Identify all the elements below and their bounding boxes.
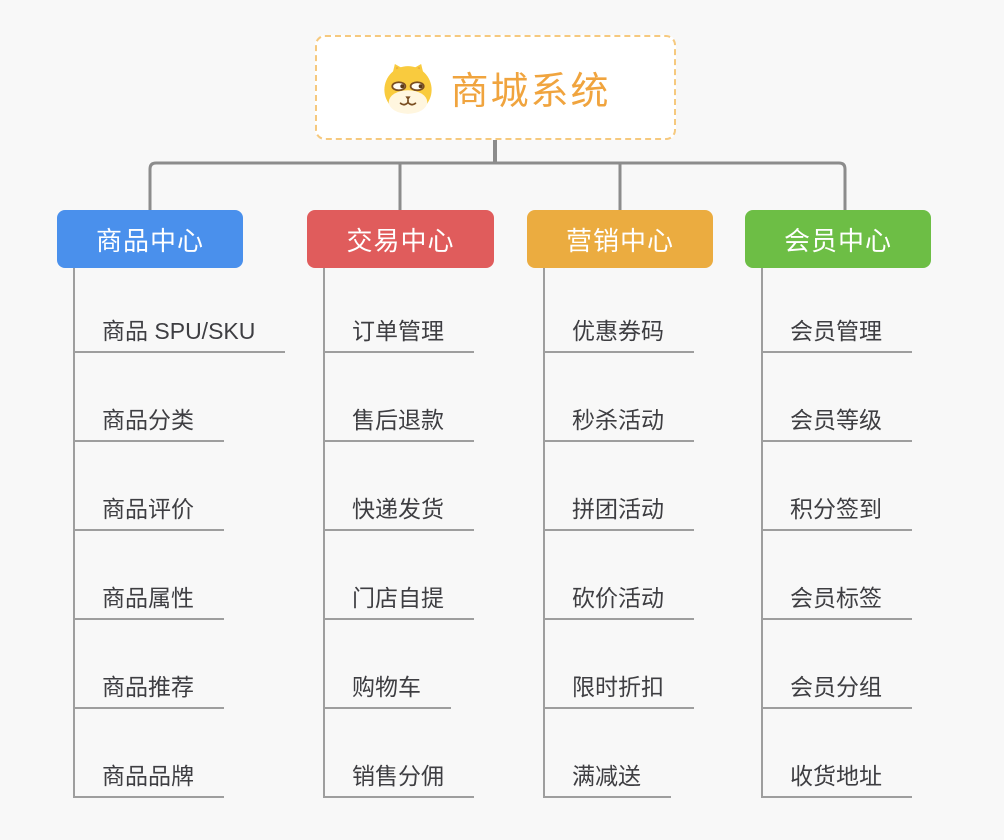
leaf-node[interactable]: 限时折扣 — [545, 620, 694, 709]
leaf-node[interactable]: 砍价活动 — [545, 531, 694, 620]
leaf-node[interactable]: 会员等级 — [763, 353, 912, 442]
branch-rail-line — [148, 161, 847, 210]
leaf-node[interactable]: 商品推荐 — [75, 620, 224, 709]
branch-children: 会员管理会员等级积分签到会员标签会员分组收货地址 — [761, 268, 931, 798]
leaf-node[interactable]: 快递发货 — [325, 442, 474, 531]
leaf-node[interactable]: 秒杀活动 — [545, 353, 694, 442]
leaf-node[interactable]: 门店自提 — [325, 531, 474, 620]
leaf-node[interactable]: 订单管理 — [325, 268, 474, 353]
leaf-node[interactable]: 销售分佣 — [325, 709, 474, 798]
leaf-node[interactable]: 满减送 — [545, 709, 671, 798]
leaf-node[interactable]: 商品分类 — [75, 353, 224, 442]
dog-face-icon — [384, 63, 433, 114]
branch-trade-center: 交易中心 订单管理售后退款快递发货门店自提购物车销售分佣 — [307, 210, 494, 798]
branch-header-member-center[interactable]: 会员中心 — [745, 210, 931, 268]
root-node[interactable]: 商城系统 — [315, 35, 676, 140]
leaf-node[interactable]: 售后退款 — [325, 353, 474, 442]
branch-header-trade-center[interactable]: 交易中心 — [307, 210, 494, 268]
leaf-node[interactable]: 会员分组 — [763, 620, 912, 709]
branch-header-product-center[interactable]: 商品中心 — [57, 210, 243, 268]
branch-member-center: 会员中心 会员管理会员等级积分签到会员标签会员分组收货地址 — [745, 210, 931, 798]
branch-children: 优惠券码秒杀活动拼团活动砍价活动限时折扣满减送 — [543, 268, 713, 798]
leaf-node[interactable]: 商品 SPU/SKU — [75, 268, 286, 353]
root-title: 商城系统 — [450, 71, 611, 113]
leaf-node[interactable]: 购物车 — [325, 620, 451, 709]
branch-header-marketing-center[interactable]: 营销中心 — [527, 210, 713, 268]
leaf-node[interactable]: 收货地址 — [763, 709, 912, 798]
leaf-node[interactable]: 商品评价 — [75, 442, 224, 531]
branch-marketing-center: 营销中心 优惠券码秒杀活动拼团活动砍价活动限时折扣满减送 — [527, 210, 713, 798]
leaf-node[interactable]: 优惠券码 — [545, 268, 694, 353]
leaf-node[interactable]: 会员管理 — [763, 268, 912, 353]
leaf-node[interactable]: 积分签到 — [763, 442, 912, 531]
leaf-node[interactable]: 商品属性 — [75, 531, 224, 620]
leaf-node[interactable]: 会员标签 — [763, 531, 912, 620]
branch-children: 订单管理售后退款快递发货门店自提购物车销售分佣 — [323, 268, 494, 798]
leaf-node[interactable]: 拼团活动 — [545, 442, 694, 531]
leaf-node[interactable]: 商品品牌 — [75, 709, 224, 798]
